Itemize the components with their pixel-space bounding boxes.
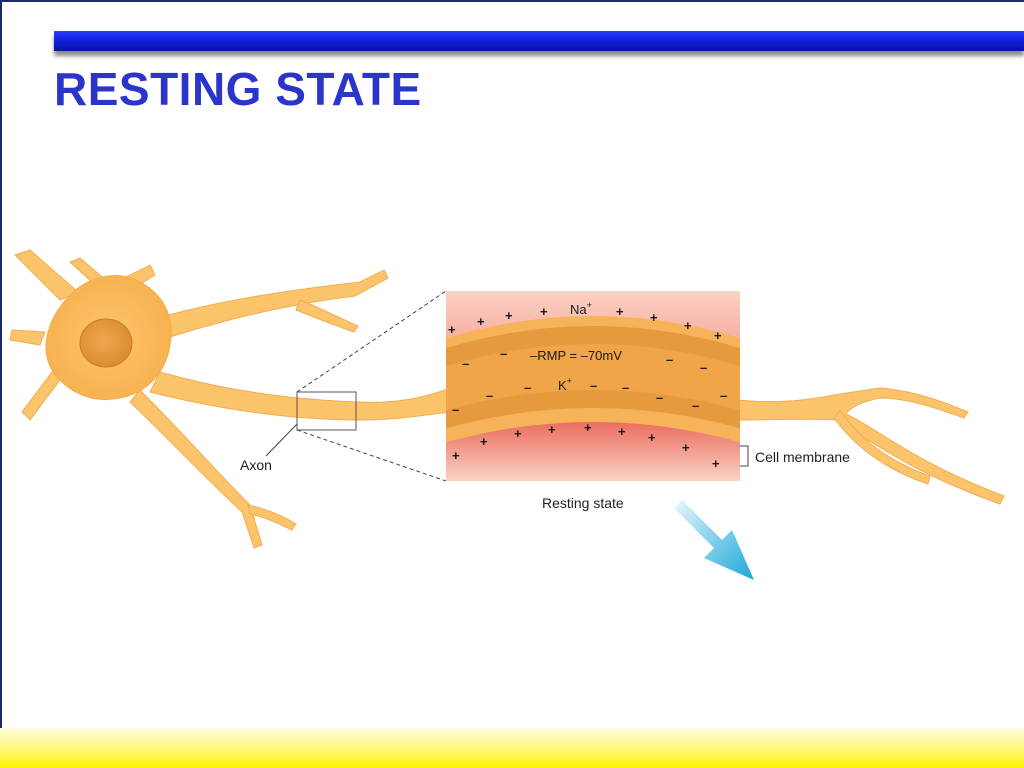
slide-frame-top <box>0 0 1024 2</box>
positive-charge-sign: + <box>477 314 485 329</box>
nucleus <box>79 318 133 368</box>
axon-terminal-fork <box>833 409 931 485</box>
neuron <box>9 249 1005 549</box>
axon <box>149 371 451 421</box>
positive-charge-sign: + <box>480 434 488 449</box>
positive-charge-sign: + <box>548 422 556 437</box>
slide-title: RESTING STATE <box>54 63 422 115</box>
negative-charge-sign: – <box>462 356 469 371</box>
charge-signs: +++++++++++++++++–––––––––––– <box>448 304 727 471</box>
negative-charge-sign: – <box>656 390 663 405</box>
dendrite <box>14 249 79 301</box>
upper-membrane-outer <box>446 316 740 349</box>
membrane-inset <box>446 291 740 481</box>
slide-frame-left <box>0 0 2 768</box>
negative-charge-sign: – <box>666 352 673 367</box>
positive-charge-sign: + <box>650 310 658 325</box>
positive-charge-sign: + <box>448 322 456 337</box>
positive-charge-sign: + <box>714 328 722 343</box>
dendrite <box>9 329 46 346</box>
zoom-line-bottom <box>296 429 447 482</box>
cell-membrane-bracket <box>740 445 749 467</box>
potassium-ion-label: K+ <box>558 376 572 393</box>
lower-membrane-inner <box>446 408 740 443</box>
title-bar <box>54 31 1024 51</box>
negative-charge-sign: – <box>486 388 493 403</box>
dendrite-upper-fork <box>295 299 359 333</box>
positive-charge-sign: + <box>648 430 656 445</box>
sodium-ion-label: Na+ <box>570 300 592 317</box>
footer-band <box>0 728 1024 768</box>
dendrite-lower-fork <box>247 504 297 531</box>
dendrite-lower-branch <box>129 389 263 549</box>
positive-charge-sign: + <box>712 456 720 471</box>
negative-charge-sign: – <box>500 346 507 361</box>
positive-charge-sign: + <box>684 318 692 333</box>
arrow-down-right-icon <box>674 500 754 580</box>
negative-charge-sign: – <box>590 378 597 393</box>
zoom-region-box <box>296 391 357 431</box>
positive-charge-sign: + <box>540 304 548 319</box>
cell-membrane-label: Cell membrane <box>755 449 850 465</box>
positive-charge-sign: + <box>514 426 522 441</box>
negative-charge-sign: – <box>700 360 707 375</box>
axon-pointer-line <box>265 423 298 457</box>
dendrite <box>21 371 61 421</box>
negative-charge-sign: – <box>692 398 699 413</box>
negative-charge-sign: – <box>720 388 727 403</box>
positive-charge-sign: + <box>505 308 513 323</box>
rmp-label: –RMP = –70mV <box>530 348 622 363</box>
axon-label: Axon <box>240 457 272 473</box>
negative-charge-sign: – <box>524 380 531 395</box>
positive-charge-sign: + <box>452 448 460 463</box>
dendrite-upper-branch <box>149 269 389 341</box>
negative-charge-sign: – <box>452 402 459 417</box>
zoom-line-top <box>296 290 447 393</box>
positive-charge-sign: + <box>682 440 690 455</box>
positive-charge-sign: + <box>584 420 592 435</box>
positive-charge-sign: + <box>618 424 626 439</box>
positive-charge-sign: + <box>616 304 624 319</box>
resting-state-caption: Resting state <box>542 495 624 511</box>
negative-charge-sign: – <box>622 380 629 395</box>
